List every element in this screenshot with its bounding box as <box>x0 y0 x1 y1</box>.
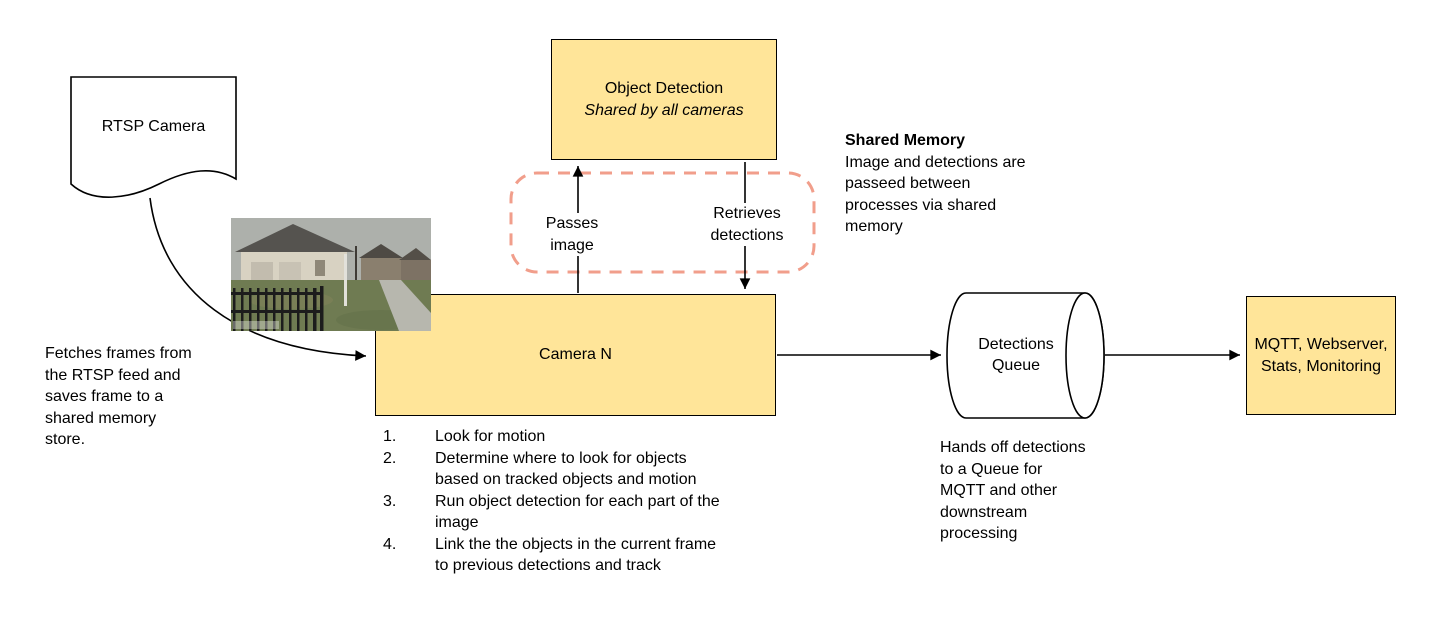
shared-memory-note-title: Shared Memory <box>845 132 966 149</box>
step-text: Run object detection for each part of th… <box>435 492 720 532</box>
camera-step-4: 4. Link the the objects in the current f… <box>383 534 793 577</box>
detections-queue-cap <box>1065 292 1105 419</box>
step-text: Link the the objects in the current fram… <box>435 535 717 575</box>
shared-memory-outline <box>509 171 816 274</box>
step-number: 1. <box>383 428 397 445</box>
shared-memory-note: Shared Memory Image and detections are p… <box>845 130 1055 238</box>
camera-step-2: 2. Determine where to look for objects b… <box>383 448 793 491</box>
camera-step-1: 1. Look for motion <box>383 426 793 448</box>
rtsp-camera-label: RTSP Camera <box>101 118 206 136</box>
retrieves-detections-label: Retrieves detections <box>700 203 794 246</box>
detections-queue-label: Detections Queue <box>978 336 1054 374</box>
step-number: 3. <box>383 492 397 510</box>
rtsp-camera-shape <box>70 76 237 198</box>
arrow-rtsp-to-camera <box>149 197 367 361</box>
shared-memory-note-body: Image and detections are passeed between… <box>845 153 1026 236</box>
camera-snapshot-scene <box>231 218 431 331</box>
camera-n-label: Camera N <box>539 346 612 363</box>
fetch-frames-note: Fetches frames from the RTSP feed and sa… <box>45 345 192 448</box>
step-text: Look for motion <box>435 428 546 445</box>
mqtt-node: MQTT, Webserver, Stats, Monitoring <box>1246 296 1396 415</box>
object-detection-subtitle: Shared by all cameras <box>584 101 744 119</box>
camera-snapshot-image <box>231 218 431 331</box>
object-detection-title: Object Detection <box>604 79 724 97</box>
queue-handoff-note: Hands off detections to a Queue for MQTT… <box>940 439 1086 542</box>
passes-image-label: Passes image <box>539 213 605 256</box>
mqtt-label: MQTT, Webserver, Stats, Monitoring <box>1254 335 1388 375</box>
camera-step-3: 3. Run object detection for each part of… <box>383 491 793 534</box>
camera-n-node: Camera N <box>375 294 776 416</box>
camera-steps-list: 1. Look for motion 2. Determine where to… <box>383 426 793 577</box>
step-number: 4. <box>383 535 397 553</box>
step-text: Determine where to look for objects base… <box>435 449 697 489</box>
step-number: 2. <box>383 449 397 467</box>
object-detection-node: Object Detection Shared by all cameras <box>551 39 777 160</box>
